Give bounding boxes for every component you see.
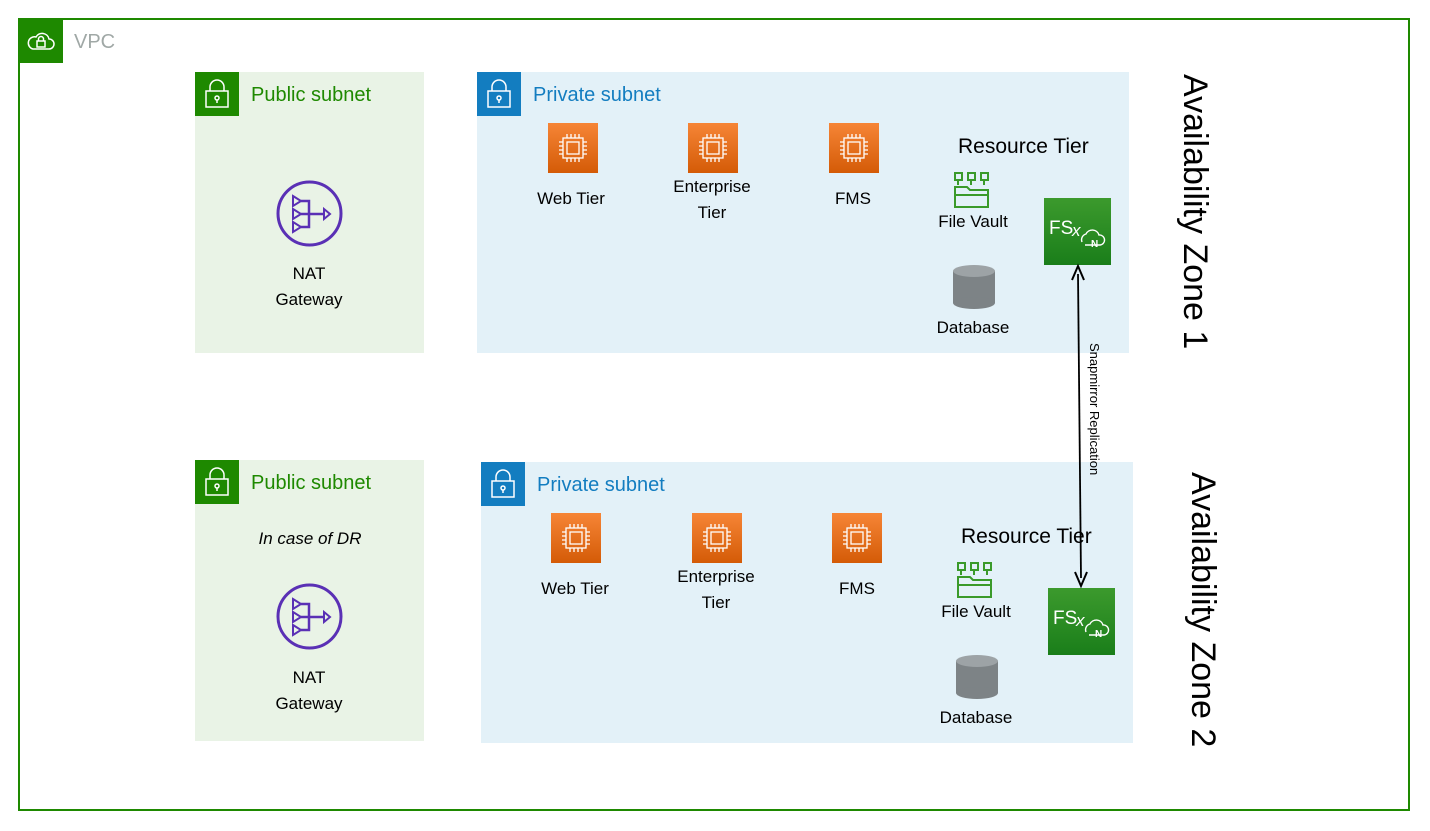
private-subnet-az1 bbox=[477, 72, 1129, 353]
availability-zone-1-label: Availability Zone 1 bbox=[1176, 74, 1214, 350]
vpc-label: VPC bbox=[74, 31, 116, 53]
vpc-boundary bbox=[18, 18, 1410, 811]
database-icon bbox=[952, 264, 996, 315]
lock-icon bbox=[481, 462, 525, 506]
web-tier-label-az1: Web Tier bbox=[537, 189, 605, 208]
public-subnet-title-az1: Public subnet bbox=[251, 84, 372, 106]
enterprise-tier-label-az2: Enterprise Tier bbox=[666, 564, 766, 616]
ec2-instance-icon bbox=[548, 123, 598, 173]
nat-gateway-icon bbox=[276, 180, 343, 252]
enterprise-line1: Enterprise bbox=[677, 567, 755, 586]
public-subnet-az2 bbox=[195, 460, 424, 741]
nat-line2: Gateway bbox=[275, 290, 343, 309]
svg-text:x: x bbox=[1075, 611, 1085, 630]
enterprise-tier-label-az1: Enterprise Tier bbox=[662, 174, 762, 226]
svg-text:FS: FS bbox=[1053, 608, 1077, 629]
ec2-instance-icon bbox=[829, 123, 879, 173]
file-vault-label-az2: File Vault bbox=[941, 602, 1011, 621]
nat-line1: NAT bbox=[292, 264, 326, 283]
resource-tier-title-az1: Resource Tier bbox=[958, 135, 1089, 158]
svg-text:FS: FS bbox=[1049, 218, 1073, 239]
database-label-az1: Database bbox=[936, 318, 1010, 337]
enterprise-line1: Enterprise bbox=[673, 177, 751, 196]
resource-tier-title-az2: Resource Tier bbox=[961, 525, 1092, 548]
fms-label-az2: FMS bbox=[839, 579, 875, 598]
web-tier-label-az2: Web Tier bbox=[541, 579, 609, 598]
private-subnet-title-az2: Private subnet bbox=[537, 474, 665, 496]
public-subnet-title-az2: Public subnet bbox=[251, 472, 372, 494]
database-icon bbox=[955, 654, 999, 705]
lock-icon bbox=[477, 72, 521, 116]
availability-zone-2-label: Availability Zone 2 bbox=[1184, 472, 1222, 748]
file-vault-icon bbox=[955, 561, 997, 606]
ec2-instance-icon bbox=[551, 513, 601, 563]
fms-label-az1: FMS bbox=[835, 189, 871, 208]
file-vault-label-az1: File Vault bbox=[938, 212, 1008, 231]
vpc-cloud-lock-icon bbox=[18, 18, 63, 63]
nat-line2: Gateway bbox=[275, 694, 343, 713]
private-subnet-title-az1: Private subnet bbox=[533, 84, 661, 106]
private-subnet-az2 bbox=[481, 462, 1133, 743]
nat-line1: NAT bbox=[292, 668, 326, 687]
replication-arrow bbox=[1071, 263, 1088, 589]
svg-text:x: x bbox=[1071, 221, 1081, 240]
fsx-ontap-icon: FS x N bbox=[1048, 588, 1115, 655]
enterprise-line2: Tier bbox=[701, 593, 731, 612]
ec2-instance-icon bbox=[688, 123, 738, 173]
replication-label: Snapmirror Replication bbox=[1087, 343, 1102, 476]
database-label-az2: Database bbox=[939, 708, 1013, 727]
ec2-instance-icon bbox=[692, 513, 742, 563]
enterprise-line2: Tier bbox=[697, 203, 727, 222]
lock-icon bbox=[195, 72, 239, 116]
nat-gateway-label-az1: NAT Gateway bbox=[259, 261, 359, 313]
nat-gateway-label-az2: NAT Gateway bbox=[259, 665, 359, 717]
file-vault-icon bbox=[952, 171, 994, 216]
nat-gateway-icon bbox=[276, 583, 343, 655]
lock-icon bbox=[195, 460, 239, 504]
dr-note: In case of DR bbox=[258, 529, 362, 548]
ec2-instance-icon bbox=[832, 513, 882, 563]
fsx-ontap-icon: FS x N bbox=[1044, 198, 1111, 265]
svg-text:N: N bbox=[1091, 239, 1098, 250]
svg-text:N: N bbox=[1095, 629, 1102, 640]
